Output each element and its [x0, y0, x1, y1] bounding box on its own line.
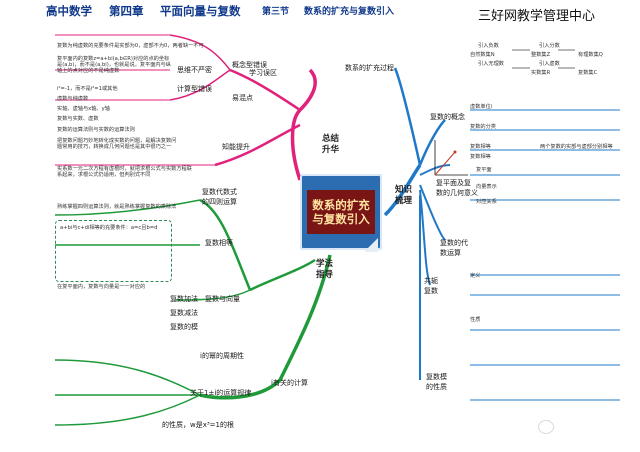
note-2: 复平面内的复数z=a+bi(a,b∈R)对应的点的坐标是(a,b)，而不是(a,…	[57, 56, 171, 75]
note-3: i²=-1，而不是i²=1或其他	[57, 86, 118, 92]
geo-plane: 复平面	[476, 167, 492, 173]
center-title-line2: 与复数引入	[312, 212, 370, 226]
geo-correspondence: 对应关系	[476, 199, 497, 205]
node-algebra-2: 数运算	[440, 249, 461, 257]
note-9: 实系数一元二次方程有虚根时，就把求根公式与实数方程联系起来，求根公式仍适用，但判…	[57, 166, 192, 179]
ns-fraction: 引入分数	[539, 43, 560, 49]
note-13: 复数加法	[170, 295, 198, 303]
brand-name: 三好网教学管理中心	[478, 9, 596, 24]
node-number-system: 数系的扩充过程	[345, 64, 394, 72]
header-title: 高中数学	[46, 4, 92, 18]
branch-summary-1: 总结	[322, 134, 340, 144]
branch-line-four-ops	[199, 198, 316, 292]
branch-method-1: 学法	[316, 259, 334, 269]
note-1: 复数为纯虚数的充要条件是实部为0，虚部不为0，两者缺一不可	[57, 43, 204, 49]
ns-R: 实数集R	[531, 70, 551, 76]
note-10: 熟练掌握四则运算法则，就是熟练掌握复数的乘除法	[57, 204, 177, 210]
concept-classification: 复数的分类	[470, 124, 496, 130]
ns-irrational: 引入无理数	[478, 61, 504, 67]
node-complex-vector: 复数与向量	[205, 295, 240, 303]
node-modulus-2: 的性质	[426, 383, 447, 391]
branch-line-ability	[214, 123, 301, 167]
note-16: i的幂的周期性	[200, 352, 244, 360]
branch-line-method	[199, 254, 332, 400]
node-geometry-2: 数的几何意义	[436, 189, 478, 197]
node-thinking: 思维不严密	[177, 66, 212, 74]
conj-definition: 定义	[470, 273, 481, 279]
conj-property: 性质	[470, 317, 481, 323]
center-title: 数系的扩充 与复数引入	[307, 190, 375, 234]
node-modulus-1: 复数模	[426, 373, 447, 381]
node-geometry-1: 复平面及复	[436, 179, 471, 187]
note-6: 实轴、虚轴与x轴、y轴	[57, 106, 110, 112]
header-section: 第三节	[262, 7, 290, 17]
branch-knowledge-2: 梳理	[395, 196, 413, 206]
branch-method-2: 指导	[316, 270, 334, 280]
header-section-name: 数系的扩充与复数引入	[304, 7, 395, 17]
complex-eq-box	[55, 220, 172, 282]
node-difficult: 易混点	[232, 94, 253, 102]
page-curl	[364, 238, 378, 252]
concept-equal: 复数相等	[470, 144, 491, 150]
note-17: 关于1±i的运算规律	[190, 389, 252, 397]
ns-Q: 有理数集Q	[578, 52, 603, 58]
ns-N: 自然数集N	[470, 52, 495, 58]
node-complex-eq: 复数相等	[205, 239, 233, 247]
branch-line-knowledge	[383, 164, 422, 217]
node-conjugate-1: 共轭	[424, 277, 438, 285]
ns-imaginary: 引入虚数	[539, 61, 560, 67]
note-5: 复数与实数、虚数	[57, 116, 99, 122]
ns-negative: 引入负数	[478, 43, 499, 49]
branch-line-learning-mistakes	[229, 68, 301, 112]
node-concept: 复数的概念	[430, 113, 465, 121]
branch-summary-2: 升华	[322, 145, 340, 155]
note-12: 在复平面内，复数与向量是一一对应的	[57, 284, 146, 290]
note-18: 的性质，w是x³=1的根	[162, 421, 234, 429]
header-chapter-name: 平面向量与复数	[160, 4, 241, 18]
node-conjugate-2: 复数	[424, 287, 438, 295]
concept-equal-2: 复数相等	[470, 154, 491, 160]
note-4: 虚数与纯虚数	[57, 96, 89, 102]
node-confusion: 概念型错误	[232, 61, 267, 69]
note-8: 把复数问题巧妙地转化成实数的问题，是解决复数问题常用的技巧，转换成几何问题也是其…	[57, 138, 177, 151]
center-title-line1: 数系的扩充	[312, 197, 370, 212]
node-learning-mistakes: 学习误区	[249, 69, 277, 77]
node-algebra-1: 复数的代	[440, 239, 468, 247]
node-calc-error: 计算型错误	[177, 85, 212, 93]
note-14: 复数减法	[170, 309, 198, 317]
note-11: a+bi与c+di相等的充要条件：a=c且b=d	[60, 225, 158, 231]
branch-knowledge-1: 知识	[395, 185, 413, 195]
ns-C: 复数集C	[578, 70, 598, 76]
ns-Z: 整数集Z	[531, 52, 551, 58]
geo-vector: 向量表示	[476, 184, 497, 190]
header-chapter: 第四章	[109, 4, 144, 18]
concept-unit: 虚数单位i	[470, 104, 493, 110]
note-7: 复数的运算法则与实数的运算法则	[57, 127, 135, 133]
node-four-ops-2: 的四则运算	[202, 198, 237, 206]
branch-line-summary	[290, 68, 317, 181]
node-ability: 知能提升	[222, 143, 250, 151]
wechat-icon	[538, 420, 554, 434]
concept-equal-rule: 两个复数的实部与虚部分别相等	[540, 144, 613, 150]
watermark	[538, 420, 557, 434]
complex-plane-diagram	[434, 140, 468, 176]
node-i-calc: i有关的计算	[271, 379, 308, 387]
node-four-ops-1: 复数代数式	[202, 188, 237, 196]
note-15: 复数的模	[170, 323, 198, 331]
